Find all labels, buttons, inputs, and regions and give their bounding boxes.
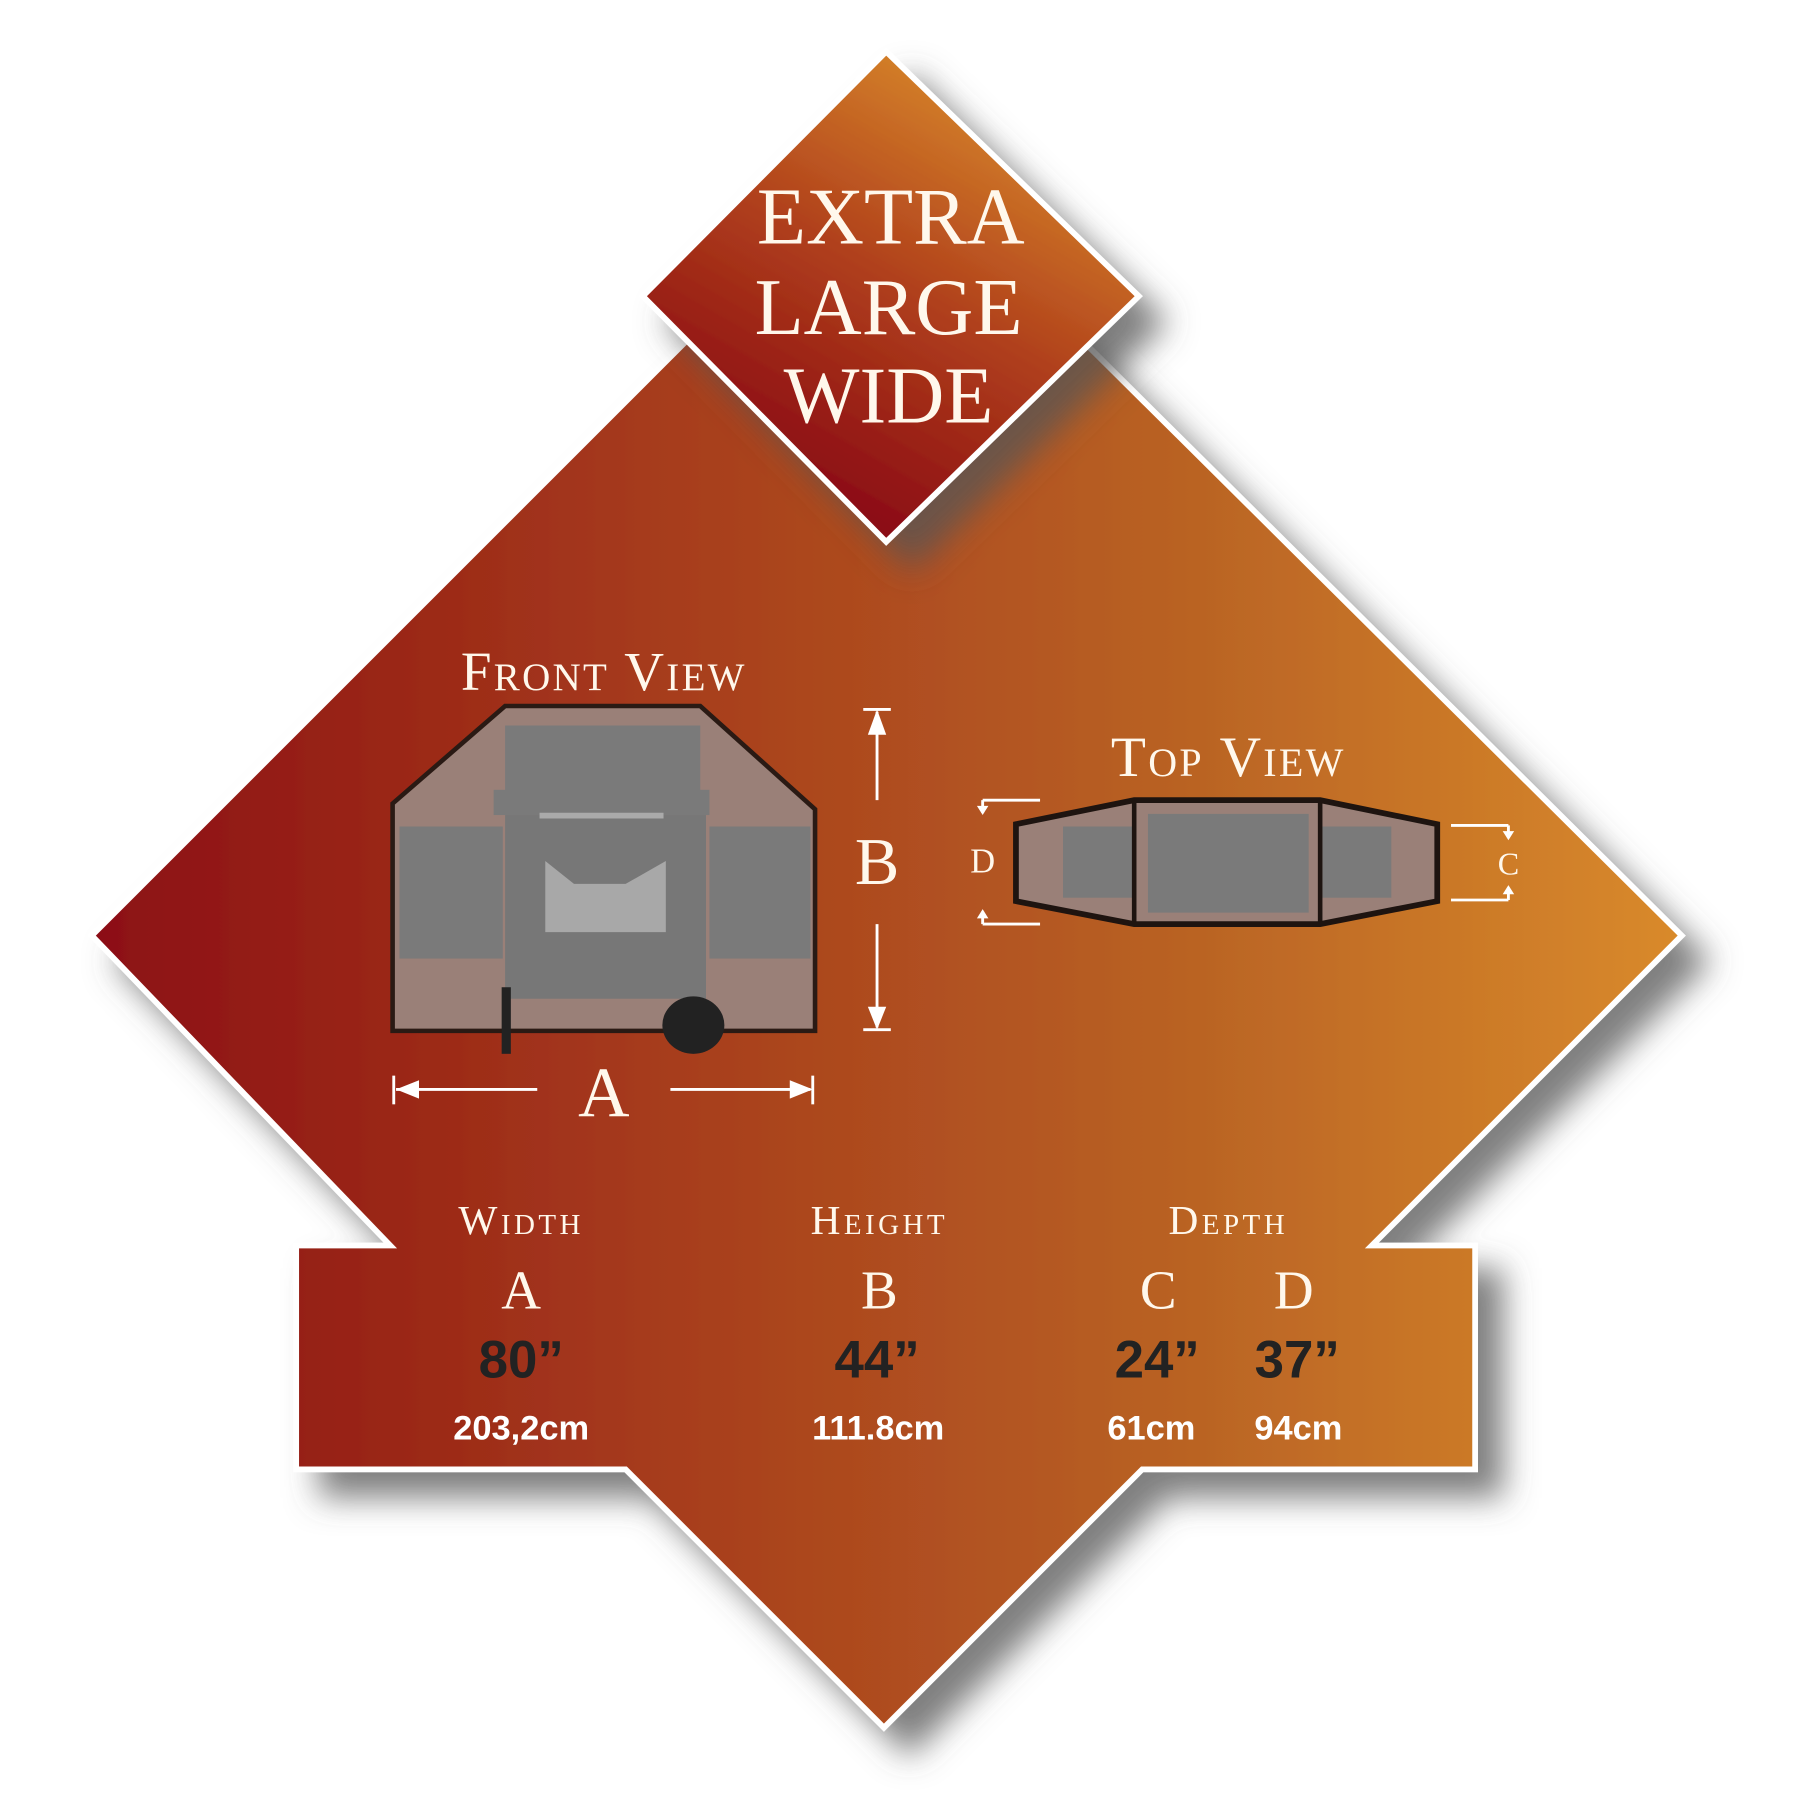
width-cm: 203,2cm <box>453 1410 589 1448</box>
depth-c-inches: 24” <box>1115 1331 1200 1390</box>
front-view-grill-illustration <box>390 703 818 1054</box>
dimensions-depth: Depth C 24” 61cm D 37” 94cm <box>1107 1197 1342 1447</box>
badge-line-1: EXTRA <box>757 172 1025 261</box>
height-letter: B <box>861 1260 898 1321</box>
width-header: Width <box>458 1197 583 1243</box>
dimension-arrow-b <box>863 708 891 1032</box>
front-view-title: Front View <box>461 641 747 702</box>
badge-line-2: LARGE <box>755 263 1023 352</box>
front-view-label-b: B <box>855 826 899 899</box>
height-header: Height <box>811 1197 948 1243</box>
height-cm: 111.8cm <box>812 1410 944 1448</box>
size-badge-text: EXTRA LARGE WIDE <box>755 172 1025 440</box>
dimensions-height: Height B 44” 111.8cm <box>811 1197 948 1448</box>
main-diamond-panel <box>87 139 1686 1732</box>
top-view-label-d: D <box>970 842 995 880</box>
depth-d-letter: D <box>1274 1260 1314 1321</box>
size-badge-diamond <box>638 47 1143 546</box>
depth-d-cm: 94cm <box>1254 1410 1342 1448</box>
depth-d-inches: 37” <box>1255 1331 1340 1390</box>
top-view-title: Top View <box>1111 726 1346 789</box>
badge-line-3: WIDE <box>784 351 994 440</box>
depth-c-cm: 61cm <box>1107 1410 1195 1448</box>
width-letter: A <box>501 1260 541 1321</box>
dimension-bracket-c <box>1451 823 1515 902</box>
dimension-bracket-d <box>976 798 1041 926</box>
dimension-arrow-a <box>392 1075 815 1105</box>
front-view-label-a: A <box>578 1054 629 1132</box>
depth-header: Depth <box>1169 1197 1289 1243</box>
dimensions-width: Width A 80” 203,2cm <box>453 1197 589 1447</box>
top-view-grill-illustration <box>1013 797 1441 927</box>
top-view-label-c: C <box>1498 846 1519 882</box>
width-inches: 80” <box>479 1331 564 1390</box>
height-inches: 44” <box>834 1331 919 1390</box>
depth-c-letter: C <box>1140 1260 1177 1321</box>
